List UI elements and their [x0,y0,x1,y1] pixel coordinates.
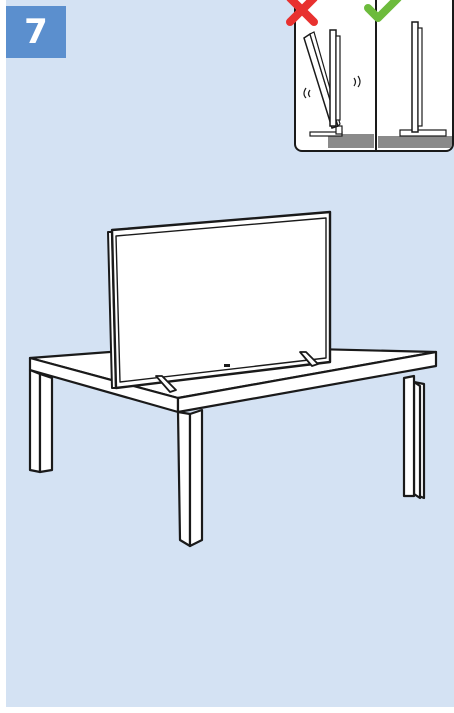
tv-foot-left [155,375,177,393]
comparison-illustration [303,0,452,150]
table-leg-right [402,374,416,498]
table-leg-front [176,410,192,548]
tv-screen [110,210,332,390]
step-number: 7 [24,12,48,52]
right-surface [378,136,452,148]
placement-comparison-inset [294,0,454,152]
table-leg-left [28,368,42,474]
table-edge-right [176,350,438,414]
tv-foot-right [299,351,319,367]
step-number-badge: 7 [6,6,66,58]
wrong-placement [303,29,374,148]
wrong-surface [328,134,374,148]
right-placement [378,21,452,148]
television [107,210,332,393]
